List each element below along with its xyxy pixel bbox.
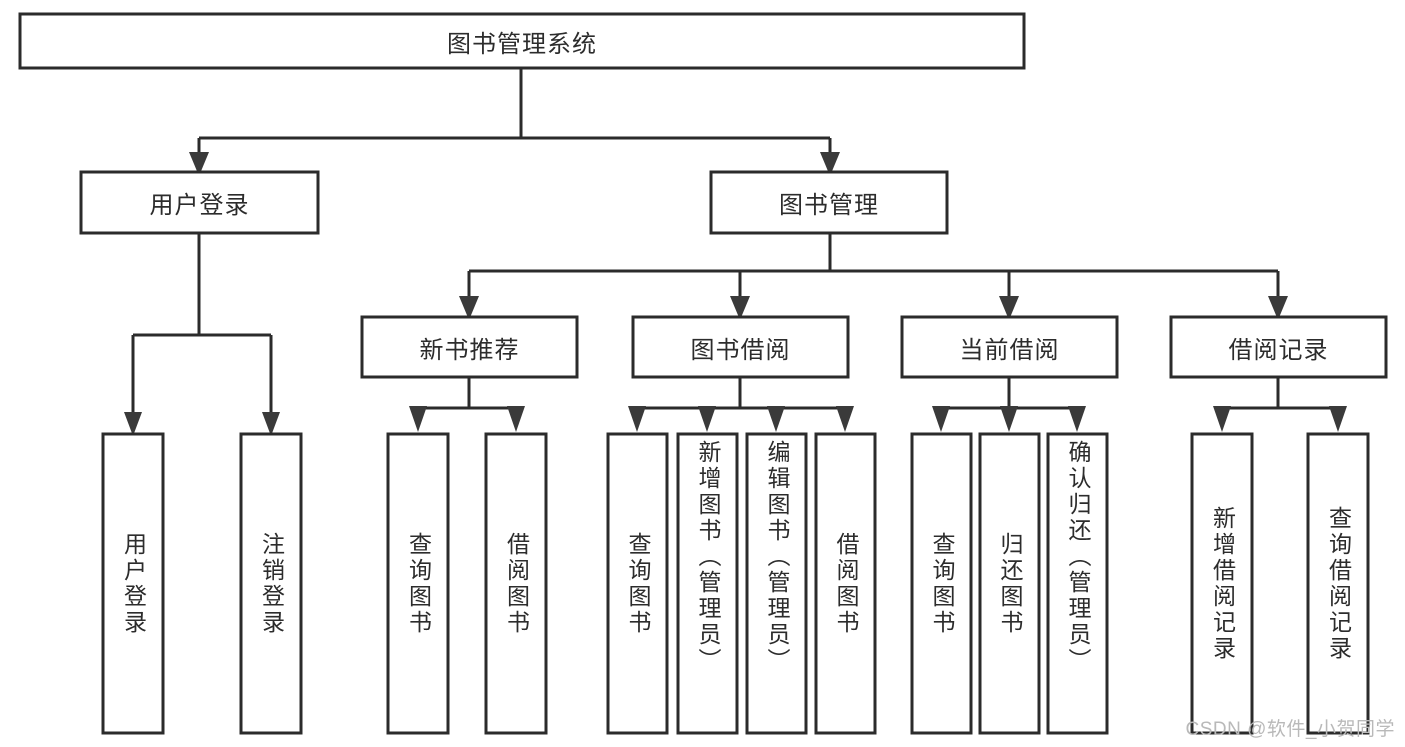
arrowhead-icon-leaf-query-record — [1329, 406, 1347, 432]
node-box-leaf-user-login[interactable] — [101, 432, 165, 735]
watermark-text: CSDN @软件_小贺同学 — [1185, 719, 1395, 740]
arrowhead-icon-user-login — [189, 152, 209, 176]
arrowhead-icon-new-book-rec — [459, 296, 479, 320]
arrowhead-icon-leaf-query-book-2 — [628, 406, 646, 432]
node-box-leaf-query-book-3[interactable] — [910, 432, 973, 735]
arrowhead-icon-leaf-edit-book — [767, 406, 785, 432]
arrowhead-icon-leaf-borrow-book-1 — [507, 406, 525, 432]
arrowhead-icon-book-borrow — [730, 296, 750, 320]
node-box-new-book-rec[interactable] — [360, 315, 579, 379]
arrowhead-icon-book-mgmt — [820, 152, 840, 176]
node-box-book-mgmt[interactable] — [709, 170, 949, 235]
arrowhead-icon-leaf-add-record — [1213, 406, 1231, 432]
arrowhead-icon-leaf-confirm-return — [1068, 406, 1086, 432]
arrowhead-layer — [124, 152, 1347, 436]
node-box-book-borrow[interactable] — [631, 315, 850, 379]
arrowhead-icon-leaf-logout — [262, 412, 280, 436]
arrowhead-icon-borrow-record — [1268, 296, 1288, 320]
arrowhead-icon-leaf-add-book — [698, 406, 716, 432]
node-box-current-borrow[interactable] — [900, 315, 1119, 379]
node-box-leaf-borrow-book-1[interactable] — [484, 432, 548, 735]
node-box-root[interactable] — [18, 12, 1026, 70]
node-box-leaf-return-book[interactable] — [978, 432, 1041, 735]
arrowhead-icon-leaf-return-book — [1000, 406, 1018, 432]
arrowhead-icon-leaf-user-login — [124, 412, 142, 436]
node-box-leaf-query-record[interactable] — [1306, 432, 1370, 735]
arrowhead-icon-leaf-query-book-3 — [932, 406, 950, 432]
arrowhead-icon-current-borrow — [999, 296, 1019, 320]
node-box-borrow-record[interactable] — [1169, 315, 1388, 379]
node-box-leaf-add-book[interactable] — [676, 432, 739, 735]
node-box-leaf-logout[interactable] — [239, 432, 303, 735]
node-box-leaf-borrow-book-2[interactable] — [814, 432, 877, 735]
node-box-layer — [18, 12, 1388, 735]
node-box-leaf-confirm-return[interactable] — [1046, 432, 1109, 735]
node-box-leaf-edit-book[interactable] — [745, 432, 808, 735]
arrowhead-icon-leaf-borrow-book-2 — [836, 406, 854, 432]
node-box-leaf-query-book-2[interactable] — [606, 432, 669, 735]
node-box-user-login[interactable] — [79, 170, 320, 235]
arrowhead-icon-leaf-query-book-1 — [409, 406, 427, 432]
node-box-leaf-add-record[interactable] — [1190, 432, 1254, 735]
node-box-leaf-query-book-1[interactable] — [386, 432, 450, 735]
